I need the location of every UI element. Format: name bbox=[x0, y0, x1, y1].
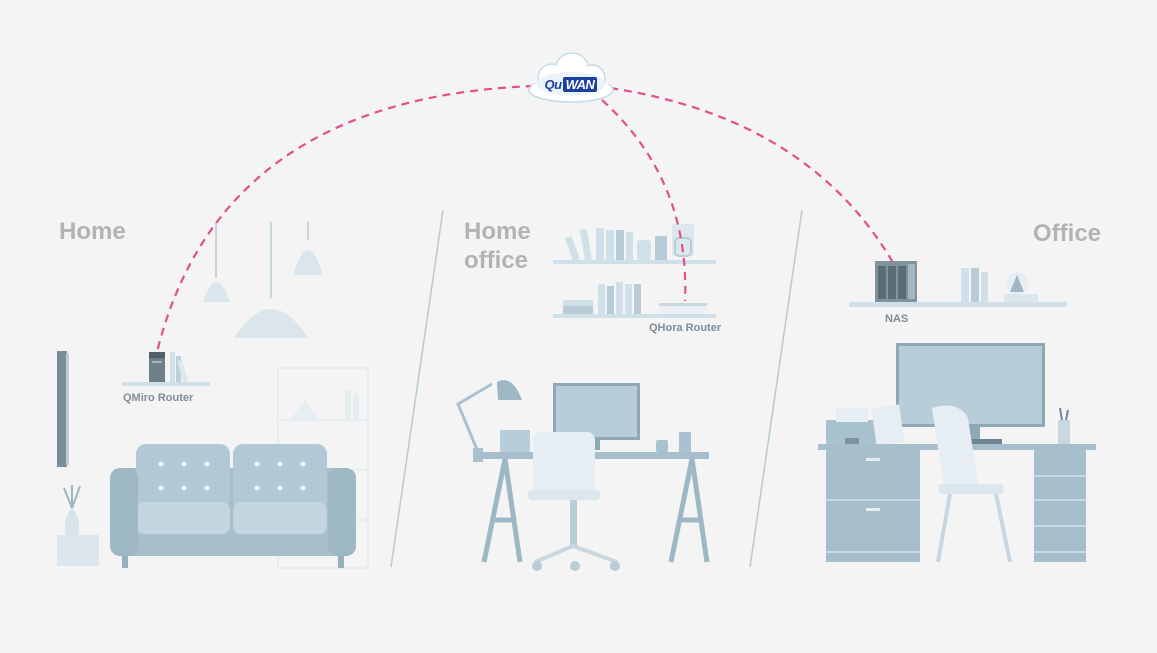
logo-prefix: Qu bbox=[544, 77, 563, 92]
home-scene bbox=[57, 222, 369, 569]
home-office-shelf-lower bbox=[553, 314, 716, 318]
qmiro-router-icon bbox=[149, 352, 165, 382]
office-scene bbox=[818, 261, 1096, 563]
zone-title-home: Home bbox=[59, 218, 126, 245]
zone-title-home-office: Home office bbox=[464, 217, 531, 275]
printer bbox=[826, 404, 905, 446]
pendant-lamps bbox=[203, 222, 323, 338]
zone-title-home-office-line1: Home bbox=[464, 218, 531, 245]
office-shelf bbox=[849, 302, 1067, 307]
office-chair bbox=[932, 405, 1012, 563]
sofa bbox=[110, 444, 356, 568]
nas-label: NAS bbox=[885, 313, 909, 325]
home-office-monitor bbox=[553, 383, 640, 450]
divider-line bbox=[390, 209, 444, 568]
home-office-scene bbox=[456, 224, 716, 571]
tv bbox=[57, 351, 67, 467]
qhora-router-icon bbox=[659, 303, 707, 314]
zone-title-home-office-line2: office bbox=[464, 247, 529, 274]
office-monitor bbox=[896, 343, 1045, 444]
zone-title-office: Office bbox=[1033, 220, 1102, 247]
link-quwan-qhora bbox=[601, 99, 687, 302]
desk-lamp bbox=[456, 382, 493, 453]
home-office-shelf-upper bbox=[553, 260, 716, 264]
nas-icon bbox=[875, 261, 917, 302]
link-quwan-nas bbox=[609, 86, 896, 267]
home-office-chair bbox=[528, 432, 620, 571]
qmiro-router-label: QMiro Router bbox=[123, 392, 194, 404]
side-table bbox=[57, 535, 99, 566]
divider-line bbox=[749, 209, 803, 568]
qhora-router-label: QHora Router bbox=[649, 322, 722, 334]
logo-suffix: WAN bbox=[562, 77, 598, 92]
home-shelf bbox=[122, 382, 210, 386]
connection-lines bbox=[155, 84, 896, 353]
